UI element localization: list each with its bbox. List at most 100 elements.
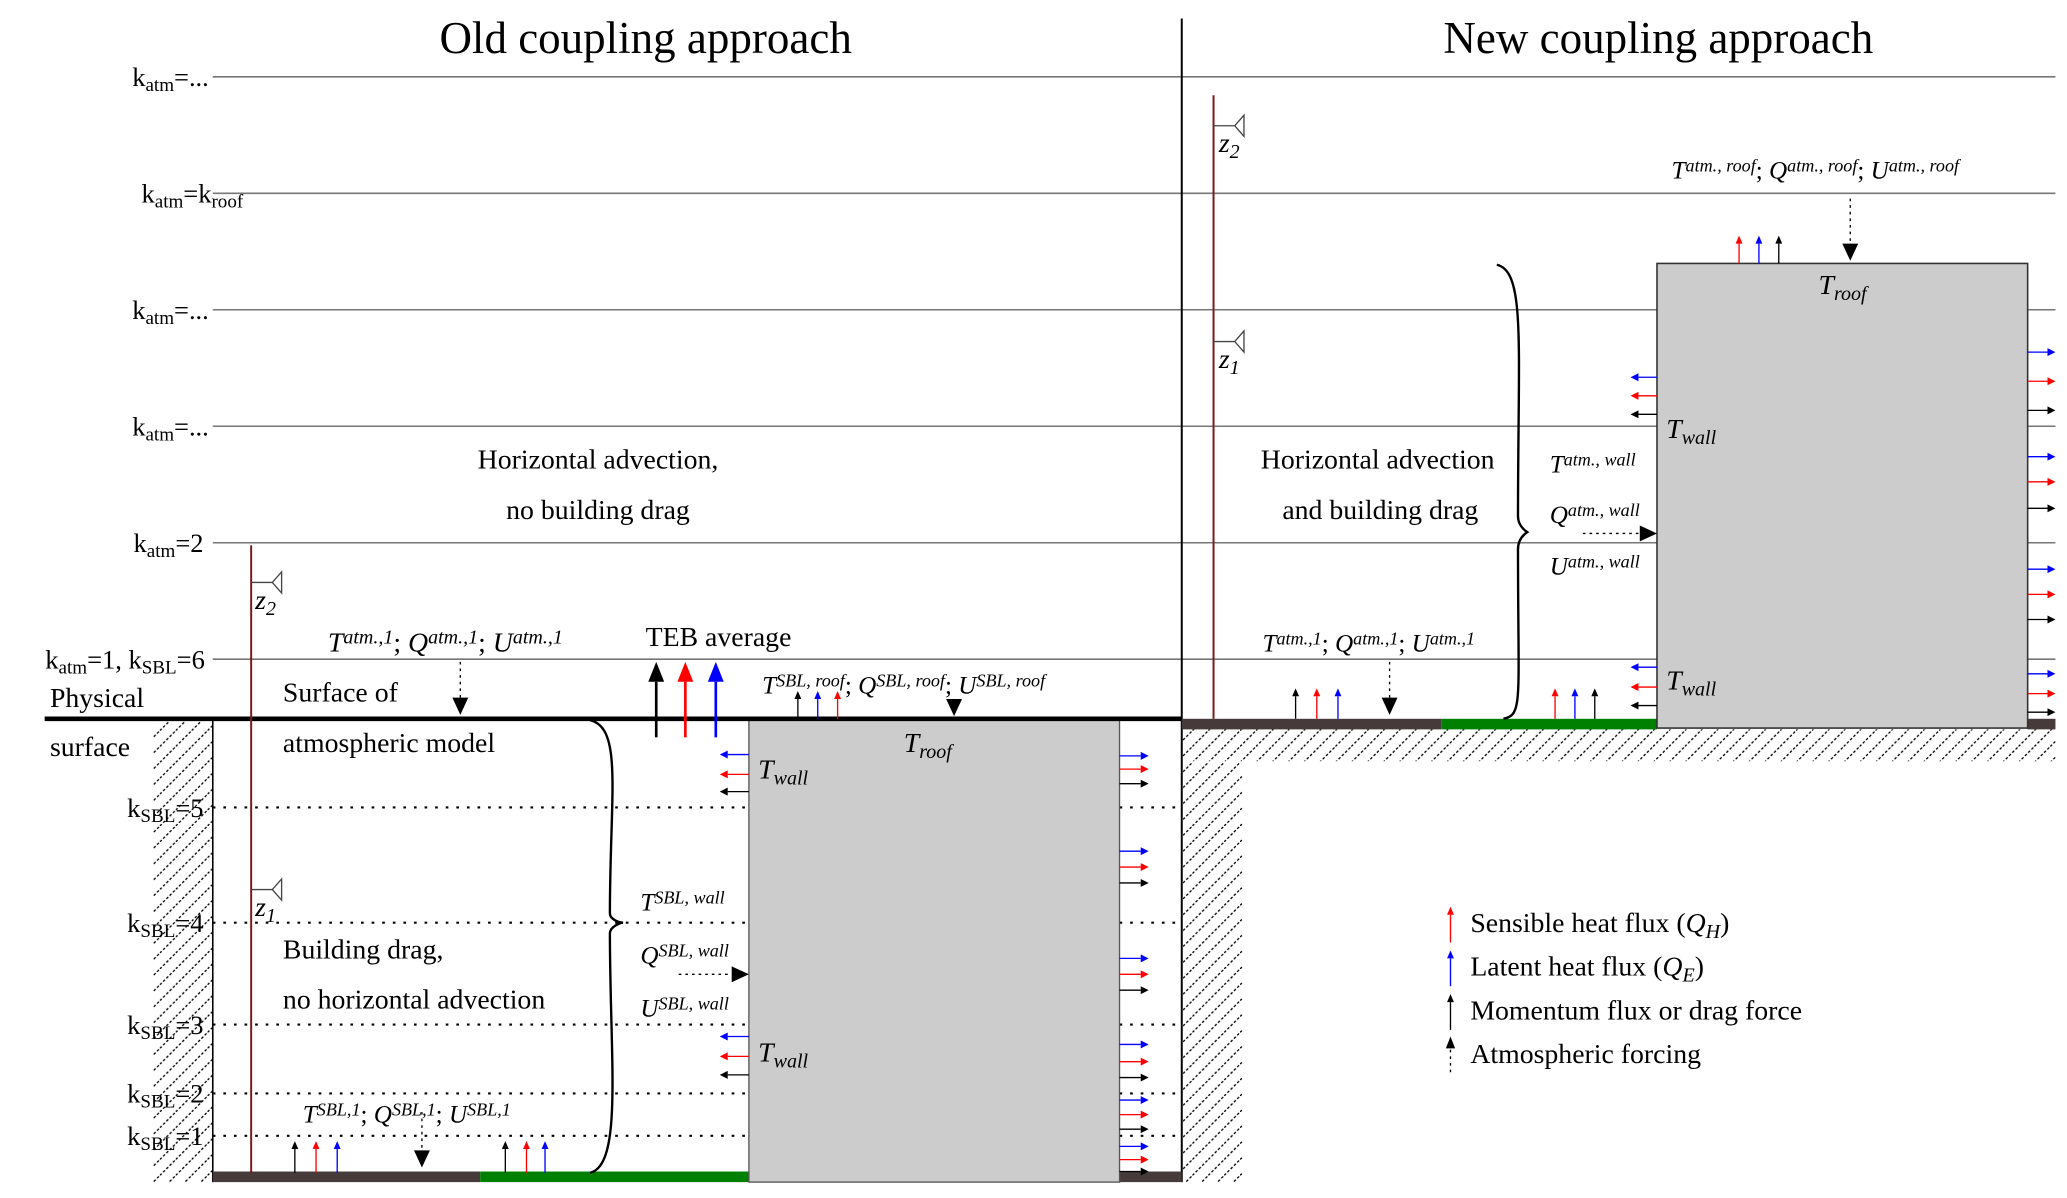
level-label: katm=... [132,62,209,96]
flux-arrow-icon [1119,751,1149,760]
text-segment: T [762,673,778,700]
flux-arrow-icon [648,661,665,738]
text-segment: =6 [177,644,205,674]
text-segment: z [1218,128,1230,159]
text-segment: =4 [175,908,203,938]
supscript-text: atm., roof [1686,156,1759,176]
subscript-text: SBL [140,806,175,827]
atmospheric-forcing-arrow-icon [1381,661,1398,715]
level-label: kSBL=3 [127,1010,203,1044]
flux-arrow-icon [719,750,749,759]
flux-arrow-icon [2027,708,2056,717]
subscript-text: wall [774,767,809,789]
flux-arrow-icon [1119,1125,1149,1134]
atm-level-lines [212,75,2056,661]
text-segment: z [254,892,266,923]
subscript-text: 1 [1230,357,1240,379]
subscript-text: wall [774,1050,809,1072]
text-segment: k [127,1121,141,1151]
atmospheric-forcing-arrow-icon [678,966,749,983]
subscript-text: atm [145,425,174,446]
level-label: katm=2 [134,528,204,562]
level-label: kSBL=5 [127,793,203,827]
forcing-roof-label: TSBL, roof; QSBL, roof; USBL, roof [762,671,1048,700]
flux-arrow-icon [541,1141,549,1173]
flux-arrow-icon [2027,689,2056,698]
text-segment: k [132,295,146,325]
text-segment: ; [436,1102,449,1129]
text-segment: Q [1769,158,1787,185]
supscript-text: atm.,1 [343,627,393,649]
flux-arrow-icon [1334,688,1342,719]
level-label: katm=... [132,295,209,329]
atmospheric-forcing-arrow-icon [452,661,469,715]
flux-arrow-icon [1119,1040,1149,1049]
supscript-text: SBL, roof [976,671,1048,691]
supscript-text: atm., roof [1889,156,1962,176]
subscript-text: atm [145,308,174,329]
flux-arrow-icon [1630,663,1657,672]
brace [589,718,624,1175]
subscript-text: SBL [140,1134,175,1155]
text-segment: z [254,585,266,616]
supscript-text: SBL, wall [659,941,729,961]
flux-arrow-icon [1775,235,1783,264]
supscript-text: atm.,1 [513,627,563,649]
text-segment: Latent heat flux ( [1470,952,1662,983]
text-segment: k [142,179,156,209]
text-segment: =5 [175,793,203,823]
flux-arrow-icon [1119,863,1149,872]
legend: Sensible heat flux (QH) Latent heat flux… [1470,908,1802,1070]
text-segment: z [1218,344,1230,375]
text-segment: ; [845,673,858,700]
t-wall-label: Twall [758,754,808,789]
subscript-text: atm [147,541,176,562]
text-segment: U [1550,554,1570,581]
t-wall-label: Twall [1666,666,1716,701]
flux-arrow-icon [1119,1057,1149,1066]
hatch-ground-new [1181,729,2056,762]
z2-label: z2 [254,585,276,620]
flux-arrow-icon [719,1032,749,1041]
flux-arrow-icon [333,1141,341,1173]
supscript-text: atm.,1 [1353,628,1398,648]
text-segment: ; [1756,158,1769,185]
pavement-strip [212,1171,481,1183]
supscript-text: atm.,1 [428,627,478,649]
flux-arrow-icon [1630,373,1657,382]
supscript-text: SBL,1 [317,1100,361,1120]
subscript-text: 2 [1230,141,1240,163]
text-segment: =k [183,179,212,209]
drag-label: Building drag, [283,934,444,965]
text-segment: =2 [175,528,203,558]
pavement-strip [1181,718,1442,730]
flux-arrow-icon [2027,590,2056,599]
flux-arrow-icon [1292,688,1300,719]
flux-arrow-icon [291,1141,299,1173]
t-roof-label: Troof [904,728,954,763]
t-roof-label: Troof [1818,270,1868,305]
flux-arrow-icon [1119,1142,1149,1151]
z2-marker-icon [251,570,283,595]
flux-arrow-icon [794,691,802,719]
flux-arrow-icon [719,787,749,796]
flux-arrow-icon [1119,1096,1149,1105]
title-old: Old coupling approach [439,13,851,63]
supscript-text: atm., wall [1568,500,1640,520]
subscript-text: SBL [140,1023,175,1044]
text-segment: =... [174,295,209,325]
flux-arrow-icon [1630,410,1657,419]
text-segment: T [904,728,922,759]
text-segment: ; [393,627,408,658]
text-segment: k [134,528,148,558]
flux-arrow-icon [1119,765,1149,774]
supscript-text: SBL,1 [467,1100,511,1120]
text-segment: ; [478,627,493,658]
legend-forcing: Atmospheric forcing [1470,1039,1701,1070]
flux-arrow-icon [312,1141,320,1173]
flux-arrow-icon [2027,406,2056,415]
z1-label: z1 [254,892,276,927]
atmospheric-forcing-arrow-icon [1582,525,1657,542]
advection-label: and building drag [1282,495,1478,526]
flux-arrow-icon [2027,348,2056,357]
